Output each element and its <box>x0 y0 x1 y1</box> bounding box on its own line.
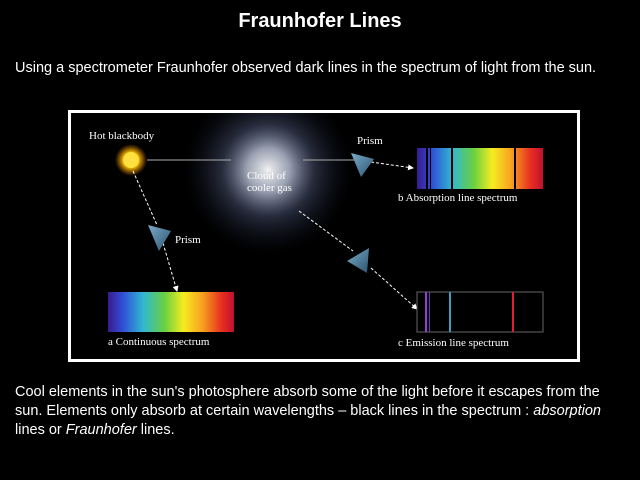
outro-part3: lines. <box>136 422 175 438</box>
gas-cloud-glow <box>183 113 353 255</box>
prism-label-top: Prism <box>357 135 383 147</box>
cloud-label-line1: Cloud of <box>247 170 286 182</box>
sun-icon <box>123 152 139 168</box>
emission-spectrum-label: c Emission line spectrum <box>398 337 509 349</box>
ray-cloud-to-prism-lower <box>298 210 354 252</box>
cloud-label-line2: cooler gas <box>247 182 292 194</box>
prism-label-left: Prism <box>175 234 201 246</box>
outro-part2: lines or <box>15 422 66 438</box>
intro-text: Using a spectrometer Fraunhofer observed… <box>15 60 597 76</box>
continuous-spectrum-label: a Continuous spectrum <box>108 336 210 348</box>
outro-text: Cool elements in the sun's photosphere a… <box>15 383 627 440</box>
ray-prism-to-continuous <box>162 242 179 292</box>
emission-spectrum <box>416 291 544 333</box>
hot-blackbody-label: Hot blackbody <box>89 130 155 142</box>
outro-emphasis-absorption: absorption <box>533 403 601 419</box>
spectra-diagram: Hot blackbody Cloud of cooler gas Prism … <box>68 110 580 362</box>
prism-icon-lower <box>347 248 369 273</box>
prism-icon-left <box>148 225 171 251</box>
outro-part1: Cool elements in the sun's photosphere a… <box>15 384 600 419</box>
ray-prism-to-absorption <box>370 161 414 171</box>
absorption-spectrum-label: b Absorption line spectrum <box>398 192 518 204</box>
prism-icon-top <box>351 153 374 177</box>
ray-sun-to-prism <box>132 170 158 226</box>
ray-prism-to-emission <box>370 267 418 310</box>
outro-emphasis-fraunhofer: Fraunhofer <box>65 422 137 438</box>
diagram-svg: Hot blackbody Cloud of cooler gas Prism … <box>89 113 544 349</box>
continuous-spectrum <box>108 292 234 332</box>
slide-title: Fraunhofer Lines <box>238 10 402 32</box>
absorption-spectrum <box>417 148 543 189</box>
